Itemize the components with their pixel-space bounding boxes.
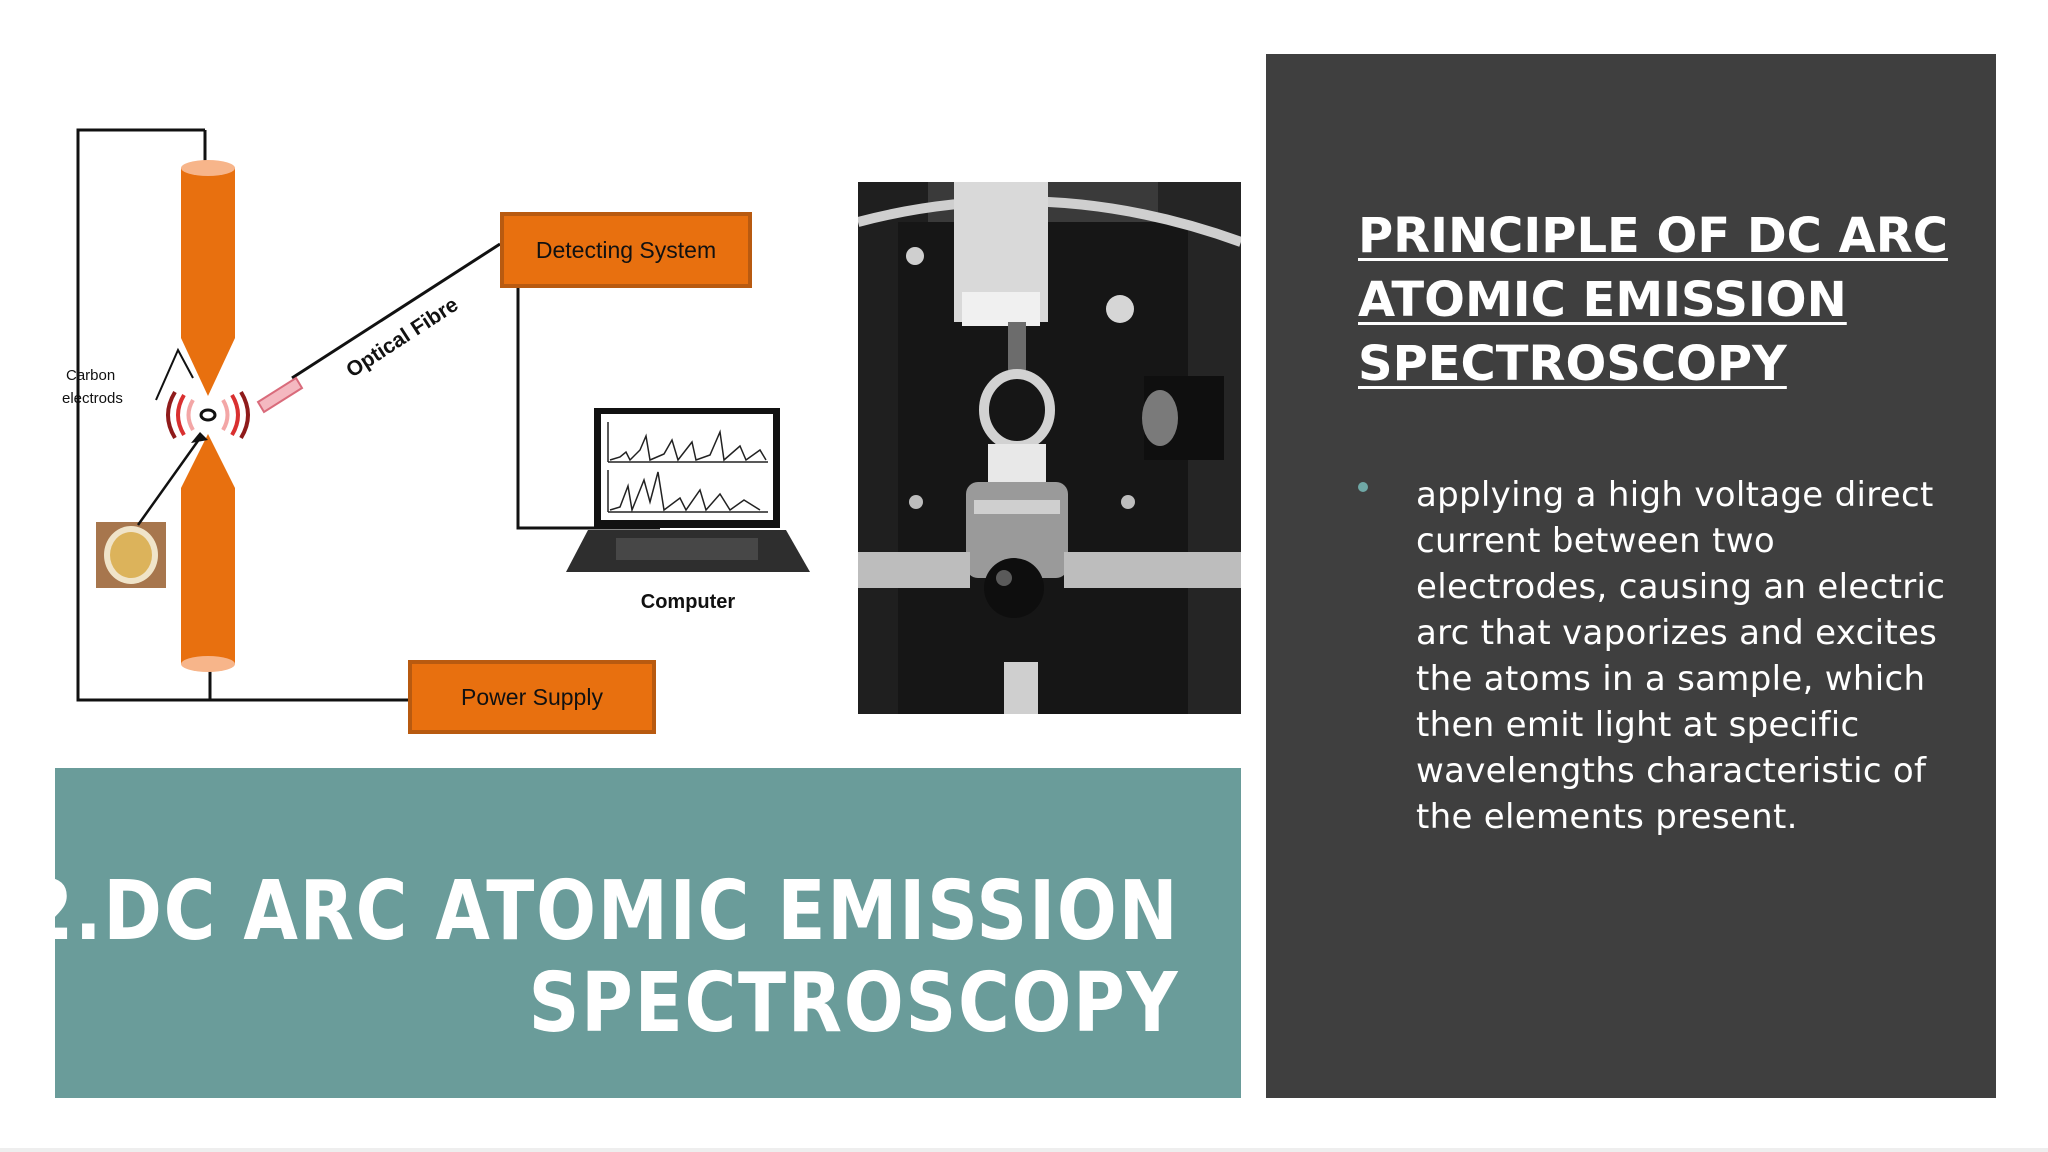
bullet-dot-icon	[1358, 482, 1368, 492]
power-supply-label: Power Supply	[461, 684, 603, 710]
upper-carbon-electrode	[181, 160, 235, 396]
sample-arrow-head	[191, 432, 208, 443]
detecting-system-box: Detecting System	[500, 212, 752, 288]
circuit-wires	[76, 128, 660, 702]
carbon-electrodes-label-line2: electrods	[62, 390, 123, 407]
computer-label: Computer	[641, 591, 736, 613]
lower-carbon-electrode	[181, 434, 235, 672]
title-band: 2.DC ARC ATOMIC EMISSION SPECTROSCOPY	[24, 768, 1241, 1098]
arc-glow	[166, 390, 250, 440]
principle-heading: PRINCIPLE OF DC ARC ATOMIC EMISSION SPEC…	[1358, 204, 1978, 396]
sample-dish	[96, 522, 166, 588]
optical-fibre-tip	[256, 376, 304, 414]
principle-heading-line2: ATOMIC EMISSION	[1358, 272, 1847, 328]
bullet-item: applying a high voltage direct current b…	[1358, 472, 1958, 840]
sample-arrow	[136, 437, 202, 526]
principle-panel: PRINCIPLE OF DC ARC ATOMIC EMISSION SPEC…	[1266, 54, 1996, 1098]
instrument-photo	[858, 182, 1241, 714]
laptop-computer	[566, 408, 810, 572]
instrument-photo-illustration	[858, 182, 1241, 714]
spectra-plot	[607, 422, 768, 513]
electrodes-pointer	[155, 347, 194, 401]
slide-title-line2: SPECTROSCOPY	[528, 956, 1179, 1051]
power-supply-box: Power Supply	[408, 660, 656, 734]
slide-title: 2.DC ARC ATOMIC EMISSION SPECTROSCOPY	[24, 866, 1179, 1050]
bottom-divider	[0, 1148, 2048, 1152]
dc-arc-schematic-diagram: Carbon electrods Optical Fibre Detecting…	[62, 128, 810, 734]
bullet-text: applying a high voltage direct current b…	[1416, 475, 1946, 837]
principle-bullet-list: applying a high voltage direct current b…	[1358, 472, 1958, 840]
slide-title-line1: 2.DC ARC ATOMIC EMISSION	[23, 864, 1179, 959]
detecting-system-label: Detecting System	[536, 237, 716, 263]
carbon-electrodes-label-line1: Carbon	[66, 367, 115, 384]
principle-heading-line1: PRINCIPLE OF DC ARC	[1358, 208, 1948, 264]
principle-heading-line3: SPECTROSCOPY	[1358, 336, 1787, 392]
